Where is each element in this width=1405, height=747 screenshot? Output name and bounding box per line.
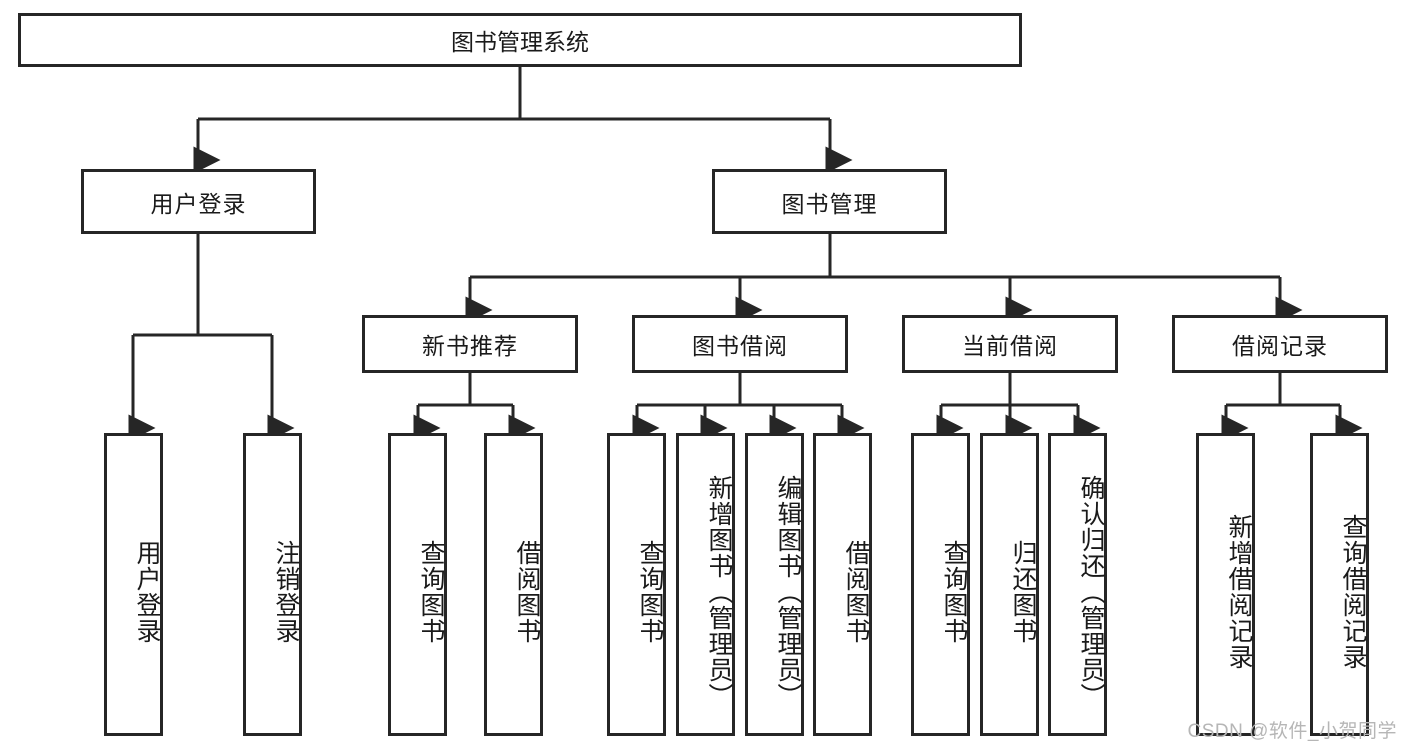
node-leaf-query-borrow-record[interactable]: 查询借阅记录 <box>1310 433 1369 736</box>
node-leaf-add-borrow-record-label: 新增借阅记录 <box>1225 513 1253 670</box>
node-leaf-query-book-cb[interactable]: 查询图书 <box>911 433 970 736</box>
node-new-book-recommend-label: 新书推荐 <box>422 333 518 359</box>
node-book-borrow[interactable]: 图书借阅 <box>632 315 848 373</box>
node-book-management-label: 图书管理 <box>781 190 878 217</box>
node-user-login-label: 用户登录 <box>150 190 247 217</box>
node-leaf-borrow-book-nb-label: 借阅图书 <box>513 539 541 644</box>
node-leaf-user-login[interactable]: 用户登录 <box>104 433 163 736</box>
node-current-borrow[interactable]: 当前借阅 <box>902 315 1118 373</box>
node-root-label: 图书管理系统 <box>451 29 589 55</box>
node-leaf-logout[interactable]: 注销登录 <box>243 433 302 736</box>
node-leaf-edit-book-admin[interactable]: 编辑图书（管理员） <box>745 433 804 736</box>
node-leaf-logout-label: 注销登录 <box>272 539 300 644</box>
node-leaf-add-book-admin[interactable]: 新增图书（管理员） <box>676 433 735 736</box>
node-leaf-return-book[interactable]: 归还图书 <box>980 433 1039 736</box>
node-leaf-user-login-label: 用户登录 <box>133 539 161 644</box>
node-leaf-borrow-book-bb-label: 借阅图书 <box>842 539 870 644</box>
node-new-book-recommend[interactable]: 新书推荐 <box>362 315 578 373</box>
node-leaf-edit-book-admin-label: 编辑图书（管理员） <box>774 474 802 709</box>
node-borrow-record[interactable]: 借阅记录 <box>1172 315 1388 373</box>
node-leaf-query-book-nb-label: 查询图书 <box>417 539 445 644</box>
node-book-management[interactable]: 图书管理 <box>712 169 947 234</box>
node-leaf-confirm-return-admin-label: 确认归还（管理员） <box>1077 474 1105 709</box>
node-leaf-return-book-label: 归还图书 <box>1009 539 1037 644</box>
node-user-login[interactable]: 用户登录 <box>81 169 316 234</box>
node-root[interactable]: 图书管理系统 <box>18 13 1022 67</box>
watermark: CSDN @软件_小贺同学 <box>1187 721 1397 742</box>
node-leaf-query-borrow-record-label: 查询借阅记录 <box>1339 513 1367 670</box>
node-leaf-confirm-return-admin[interactable]: 确认归还（管理员） <box>1048 433 1107 736</box>
node-book-borrow-label: 图书借阅 <box>692 333 788 359</box>
node-leaf-add-book-admin-label: 新增图书（管理员） <box>705 474 733 709</box>
node-borrow-record-label: 借阅记录 <box>1232 333 1328 359</box>
node-leaf-query-book-cb-label: 查询图书 <box>940 539 968 644</box>
node-leaf-add-borrow-record[interactable]: 新增借阅记录 <box>1196 433 1255 736</box>
node-leaf-borrow-book-bb[interactable]: 借阅图书 <box>813 433 872 736</box>
node-leaf-query-book-nb[interactable]: 查询图书 <box>388 433 447 736</box>
node-leaf-query-book-bb[interactable]: 查询图书 <box>607 433 666 736</box>
node-leaf-borrow-book-nb[interactable]: 借阅图书 <box>484 433 543 736</box>
node-leaf-query-book-bb-label: 查询图书 <box>636 539 664 644</box>
node-current-borrow-label: 当前借阅 <box>962 333 1058 359</box>
